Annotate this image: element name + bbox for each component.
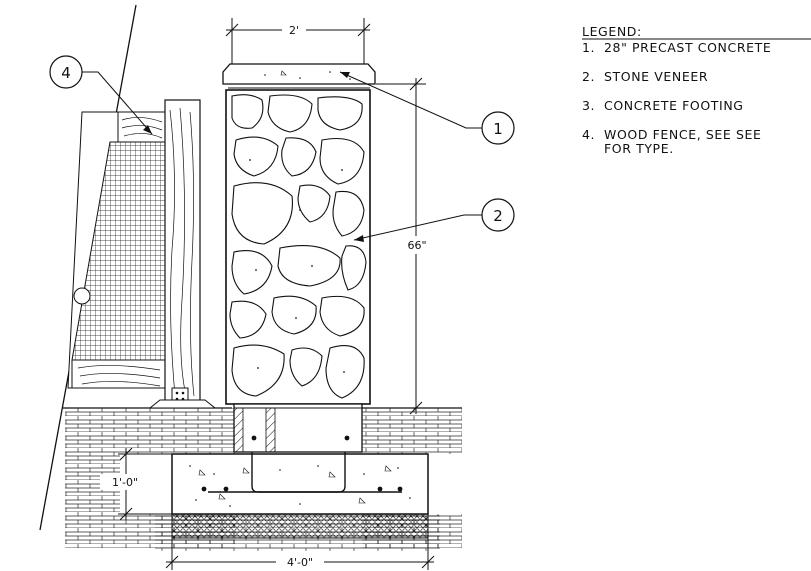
dim-top-width-label: 2' (289, 24, 299, 37)
footing-assembly (171, 403, 429, 539)
callout-2: 2 (353, 198, 515, 242)
stone-veneer-column (225, 89, 371, 405)
dimension-footing-depth (118, 447, 172, 521)
wood-fence (67, 99, 217, 409)
dim-column-height-label: 66" (407, 239, 426, 252)
svg-text:1: 1 (493, 120, 503, 138)
dim-footing-width-label: 4'-0" (287, 556, 313, 569)
precast-cap (222, 63, 376, 89)
legend-item-2-num: 2. (582, 69, 595, 84)
svg-text:2: 2 (493, 207, 503, 225)
legend-title: LEGEND: (582, 24, 642, 39)
svg-text:4: 4 (61, 64, 71, 82)
legend-item-3-num: 3. (582, 98, 595, 113)
legend: LEGEND: 1. 28" PRECAST CONCRETE 2. STONE… (582, 24, 811, 156)
callout-1: 1 (339, 71, 515, 145)
legend-item-3-text: CONCRETE FOOTING (604, 98, 744, 113)
callout-4: 4 (49, 55, 153, 135)
legend-item-4-num: 4. (582, 127, 595, 142)
legend-item-2-text: STONE VENEER (604, 69, 708, 84)
legend-item-1-num: 1. (582, 40, 595, 55)
dim-footing-depth-label: 1'-0" (112, 476, 138, 489)
legend-item-4-text: WOOD FENCE, SEE SEE (604, 127, 761, 142)
legend-item-4-text-line2: FOR TYPE. (604, 141, 674, 156)
legend-item-1-text: 28" PRECAST CONCRETE (604, 40, 771, 55)
